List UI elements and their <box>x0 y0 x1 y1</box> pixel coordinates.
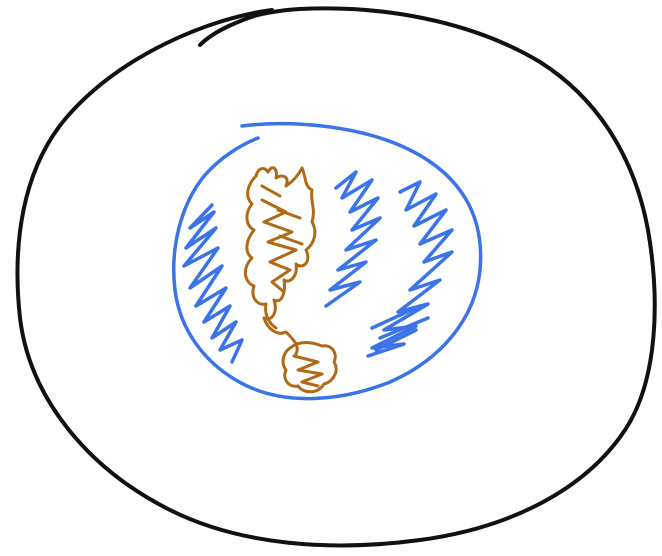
globe-circle-outline <box>174 124 481 399</box>
continent-scribbles <box>245 168 336 392</box>
outer-oval-outline <box>17 8 654 545</box>
ocean-scribbles <box>184 172 452 362</box>
